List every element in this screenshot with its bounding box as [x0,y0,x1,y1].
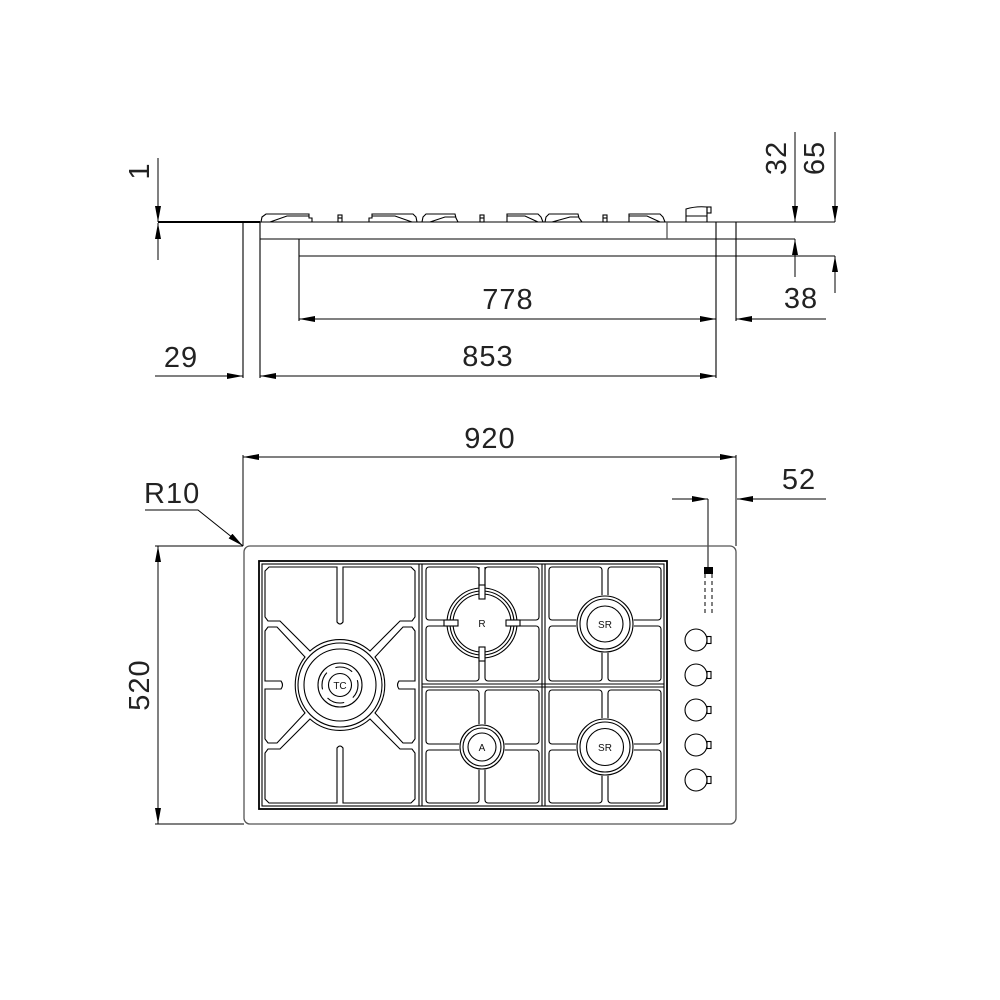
burner-label-tc: TC [333,681,346,692]
knob-1-icon [684,628,712,652]
grate-right-bottom [548,689,662,804]
knob-2-icon [684,663,712,687]
dimension-cutout-width: 778 [299,284,716,322]
control-knobs [684,628,712,792]
top-view: 920 R10 520 52 [124,423,826,825]
dimension-control-offset: 52 [672,464,826,567]
dim-text-control-offset: 52 [782,464,816,496]
grate-frame [258,560,668,810]
knob-4-icon [684,733,712,757]
dim-text-width: 920 [464,423,515,455]
dim-text-corner-radius: R10 [144,478,200,510]
burner-label-a: A [479,743,486,754]
grate-left-large [264,566,416,804]
burner-label-r: R [478,619,485,630]
dimension-corner-radius: R10 [144,478,244,547]
burner-sr-top: SR [576,595,634,653]
dimension-body-width: 853 [260,341,716,379]
knob-profile-icon [685,206,712,222]
dimension-left-offset: 29 [155,342,243,379]
burner-r: R [443,567,521,662]
grate-center-bottom [425,689,540,804]
side-view: 1 32 65 778 38 853 [124,132,838,379]
dimension-width: 920 [242,423,737,546]
dimension-right-offset: 38 [736,283,826,322]
dim-text-cutout-width: 778 [482,284,533,316]
burner-label-sr-bottom: SR [598,743,612,754]
burner-sr-bottom: SR [576,718,634,776]
dim-text-right-offset: 38 [784,283,818,315]
grate-right-top [548,566,662,682]
dimension-depth: 520 [124,545,244,825]
dimension-top-lip: 1 [124,158,161,260]
hob-panel-outline [243,545,737,825]
burner-label-sr-top: SR [598,620,612,631]
grate-profile [260,213,666,223]
control-indicator-icon [704,567,713,613]
dim-text-top-lip: 1 [124,162,156,179]
dim-text-plate-height: 32 [761,141,793,175]
dim-text-body-width: 853 [462,341,513,373]
dim-text-total-height: 65 [799,141,831,175]
burner-tc: TC [297,642,383,728]
dim-text-left-offset: 29 [164,342,198,374]
dimension-plate-height: 32 [761,132,798,277]
knob-5-icon [684,768,712,792]
knob-3-icon [684,698,712,722]
burner-a: A [459,724,505,770]
dim-text-depth: 520 [124,659,156,710]
dimension-total-height: 65 [799,132,838,293]
